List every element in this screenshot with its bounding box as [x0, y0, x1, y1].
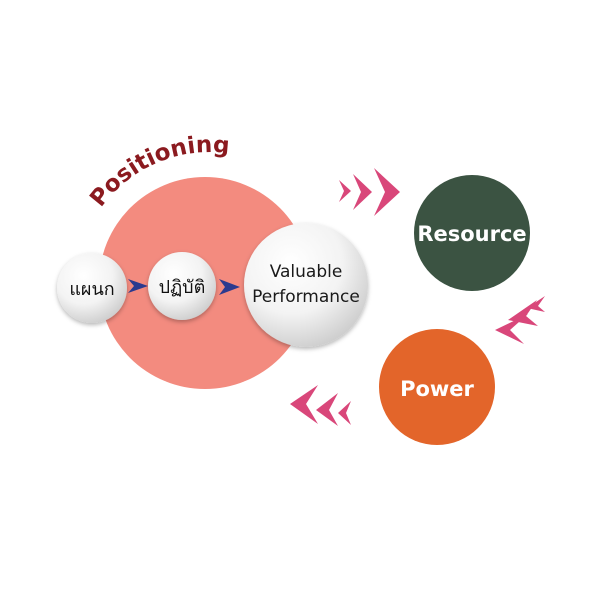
- chevron-right-icon: [374, 168, 400, 216]
- chevron-left-icon: [316, 393, 338, 426]
- resource-label: Resource: [417, 222, 526, 246]
- power-node: Power: [379, 329, 495, 445]
- node-plan: แผนก: [57, 253, 127, 323]
- chevron-down-left-icon: [495, 314, 528, 344]
- node-practice: ปฏิบัติ: [148, 252, 216, 320]
- node-practice-label: ปฏิบัติ: [159, 277, 206, 298]
- chevron-right-icon: [353, 174, 372, 210]
- node-performance: Valuable Performance: [244, 223, 368, 347]
- chevrons-right: [339, 168, 400, 216]
- chevrons-left: [290, 385, 351, 426]
- chevrons-down-left: [495, 296, 545, 344]
- power-label: Power: [400, 377, 474, 401]
- chevron-down-left-icon: [508, 300, 538, 326]
- node-performance-line2: Performance: [252, 287, 360, 307]
- chevron-left-icon: [290, 385, 318, 424]
- arrow-practice-to-performance: [219, 279, 240, 295]
- arrow-plan-to-practice: [128, 279, 148, 293]
- chevron-right-icon: [339, 180, 351, 202]
- node-plan-label: แผนก: [69, 279, 114, 300]
- chevron-left-icon: [338, 401, 351, 425]
- node-performance-line1: Valuable: [270, 262, 343, 282]
- resource-node: Resource: [414, 175, 530, 291]
